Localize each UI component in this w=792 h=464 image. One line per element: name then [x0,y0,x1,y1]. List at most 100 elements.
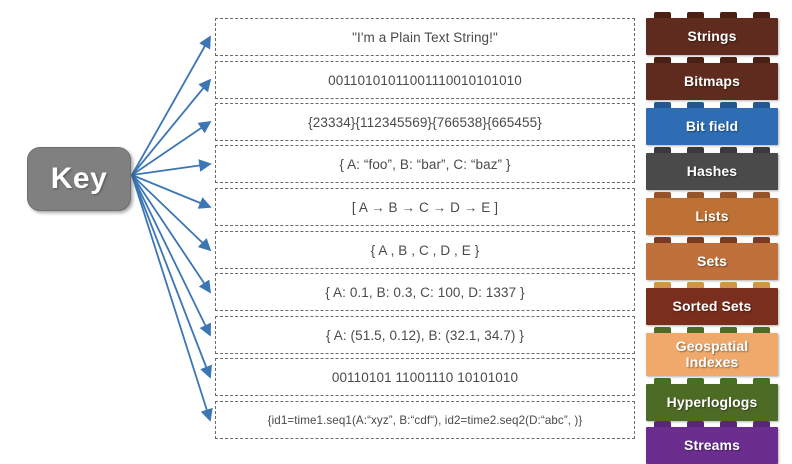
stud [753,12,770,18]
stud [687,12,704,18]
arrow-to-row-5 [131,174,212,209]
stud [720,237,737,243]
stud [753,192,770,198]
arrow-to-row-9 [131,174,212,379]
stud [720,282,737,288]
arrow-to-row-8 [131,174,211,337]
value-text: {23334}{112345569}{766538}{665455} [308,114,542,130]
arrow-to-row-7 [131,174,211,294]
brick-hyperloglogs[interactable]: Hyperloglogs [646,378,778,421]
brick-body: Strings [646,18,778,55]
stud [753,237,770,243]
value-text: { A: (51.5, 0.12), B: (32.1, 34.7) } [326,327,524,343]
brick-label: Bit field [685,117,739,134]
value-box-lists[interactable]: [ A → B → C → D → E ] [215,188,635,226]
stud [720,12,737,18]
brick-label: Bitmaps [684,72,740,89]
brick-body: Bit field [646,108,778,145]
stud [753,102,770,108]
arrow-to-row-2 [131,78,212,176]
stud [687,327,704,333]
value-box-sorted-sets[interactable]: { A: 0.1, B: 0.3, C: 100, D: 1337 } [215,273,635,311]
brick-label: Hyperloglogs [666,393,758,410]
value-box-geospatial-indexes[interactable]: { A: (51.5, 0.12), B: (32.1, 34.7) } [215,316,635,354]
stud [753,421,770,427]
stud [720,192,737,198]
stud [687,57,704,63]
brick-sets[interactable]: Sets [646,237,778,280]
key-node[interactable]: Key [27,147,131,211]
brick-hashes[interactable]: Hashes [646,147,778,190]
value-box-streams[interactable]: {id1=time1.seq1(A:“xyz”, B:“cdf“), id2=t… [215,401,635,439]
brick-strings[interactable]: Strings [646,12,778,55]
stud [654,12,671,18]
brick-studs [646,282,778,288]
brick-geospatial-indexes[interactable]: Geospatial Indexes [646,327,778,376]
stud [687,147,704,153]
brick-streams[interactable]: Streams [646,421,778,464]
arrow-to-row-4 [131,159,212,176]
value-text: { A: “foo”, B: “bar”, C: “baz” } [339,156,511,172]
key-node-label: Key [50,162,108,195]
stud [654,102,671,108]
value-box-hyperloglogs[interactable]: 00110101 11001110 10101010 [215,358,635,396]
stud [753,327,770,333]
brick-label: Geospatial Indexes [675,337,749,370]
brick-studs [646,12,778,18]
value-box-bitmaps[interactable]: 00110101011001110010101010 [215,61,635,99]
brick-studs [646,327,778,333]
stud [654,237,671,243]
brick-body: Sorted Sets [646,288,778,325]
stud [654,378,671,384]
value-box-strings[interactable]: "I'm a Plain Text String!" [215,18,635,56]
value-text: 00110101 11001110 10101010 [331,369,519,385]
value-box-sets[interactable]: { A , B , C , D , E } [215,231,635,269]
brick-studs [646,378,778,384]
brick-label: Streams [684,436,740,453]
value-box-hashes[interactable]: { A: “foo”, B: “bar”, C: “baz” } [215,145,635,183]
stud [654,421,671,427]
brick-studs [646,147,778,153]
brick-body: Geospatial Indexes [646,333,778,376]
stud [720,57,737,63]
stud [654,192,671,198]
stud [720,327,737,333]
brick-label: Sets [697,252,727,269]
stud [720,378,737,384]
brick-body: Sets [646,243,778,280]
value-text: 00110101011001110010101010 [328,72,522,88]
brick-lists[interactable]: Lists [646,192,778,235]
brick-body: Lists [646,198,778,235]
brick-label: Lists [695,207,729,224]
stud [687,192,704,198]
brick-body: Hyperloglogs [646,384,778,421]
stud [720,102,737,108]
brick-studs [646,421,778,427]
stud [687,102,704,108]
brick-studs [646,102,778,108]
brick-body: Streams [646,427,778,464]
brick-body: Bitmaps [646,63,778,100]
brick-sorted-sets[interactable]: Sorted Sets [646,282,778,325]
stud [687,378,704,384]
stud [654,327,671,333]
value-text: { A , B , C , D , E } [370,242,480,258]
stud [654,147,671,153]
brick-label: Sorted Sets [672,297,752,314]
brick-body: Hashes [646,153,778,190]
arrow-to-row-3 [131,120,212,176]
arrow-to-row-1 [131,35,211,176]
brick-label: Hashes [686,162,738,179]
stud [753,57,770,63]
value-box-bit-field[interactable]: {23334}{112345569}{766538}{665455} [215,103,635,141]
brick-bit-field[interactable]: Bit field [646,102,778,145]
brick-bitmaps[interactable]: Bitmaps [646,57,778,100]
brick-label: Strings [687,27,737,44]
arrow-to-row-10 [131,174,213,422]
brick-studs [646,57,778,63]
stud [687,237,704,243]
stud [687,421,704,427]
stud [753,147,770,153]
stud [720,147,737,153]
